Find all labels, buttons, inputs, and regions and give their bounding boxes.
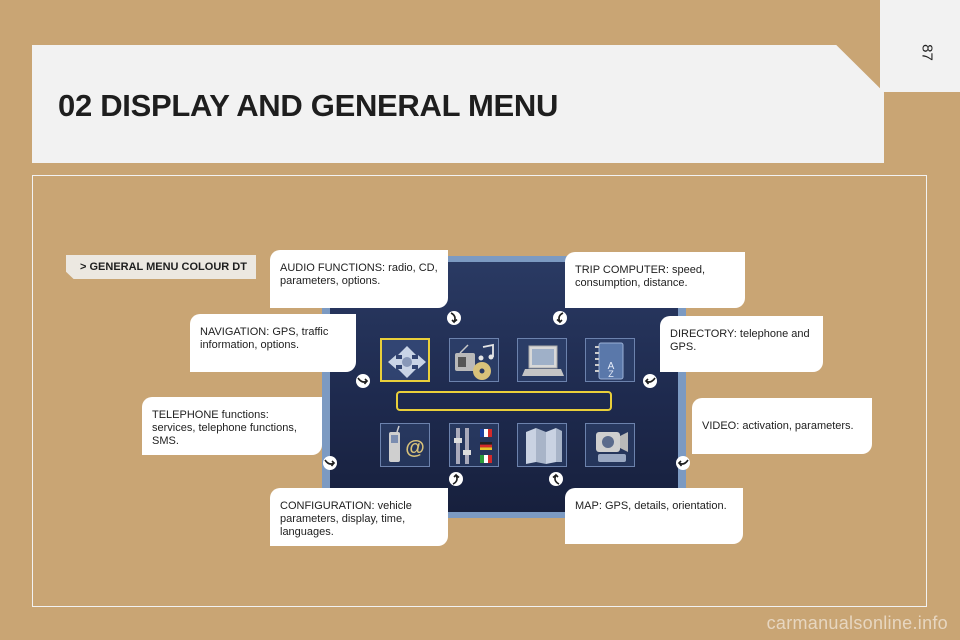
callout-directory: DIRECTORY: telephone and GPS. [660, 316, 823, 372]
callout-audio: AUDIO FUNCTIONS: radio, CD, parameters, … [270, 250, 448, 308]
directory-pointer-icon [643, 374, 657, 388]
video-pointer-icon [676, 456, 690, 470]
configuration-pointer-icon [449, 472, 463, 486]
page-number: 87 [918, 44, 936, 61]
video-icon[interactable] [585, 423, 635, 467]
svg-text:Z: Z [608, 369, 614, 379]
trip-pointer-icon [553, 311, 567, 325]
audio-icon[interactable] [449, 338, 499, 382]
section-tag: > GENERAL MENU COLOUR DT [66, 255, 256, 279]
navigation-icon[interactable] [380, 338, 430, 382]
map-icon[interactable] [517, 423, 567, 467]
callout-navigation: NAVIGATION: GPS, traffic information, op… [190, 314, 356, 372]
page-tab [880, 0, 960, 92]
status-bar [396, 391, 612, 411]
map-pointer-icon [549, 472, 563, 486]
content-frame [32, 175, 927, 607]
callout-video: VIDEO: activation, parameters. [692, 398, 872, 454]
trip-computer-icon[interactable] [517, 338, 567, 382]
directory-icon[interactable]: A Z [585, 338, 635, 382]
watermark: carmanualsonline.info [766, 613, 948, 633]
callout-configuration: CONFIGURATION: vehicle parameters, displ… [270, 488, 448, 546]
telephone-icon[interactable]: @ [380, 423, 430, 467]
svg-text:A: A [608, 361, 615, 372]
telephone-pointer-icon [323, 456, 337, 470]
title-banner [32, 45, 884, 163]
page-title: 02 DISPLAY AND GENERAL MENU [58, 88, 559, 123]
audio-pointer-icon [447, 311, 461, 325]
svg-text:@: @ [405, 437, 425, 459]
navigation-pointer-icon [356, 374, 370, 388]
configuration-icon[interactable] [449, 423, 499, 467]
callout-map: MAP: GPS, details, orientation. [565, 488, 743, 544]
callout-trip-computer: TRIP COMPUTER: speed, consumption, dista… [565, 252, 745, 308]
callout-telephone: TELEPHONE functions: services, telephone… [142, 397, 322, 455]
